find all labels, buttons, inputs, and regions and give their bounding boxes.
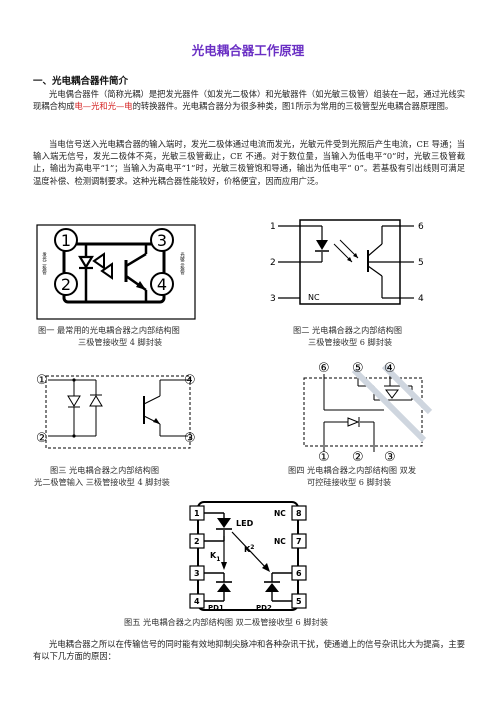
fig4-pin-5: ⑤ [352, 361, 364, 376]
fig3-pin-2: ② [36, 431, 48, 446]
figure-4-caption-line1: 图四 光电耦合器之内部结构图 双发 [288, 465, 417, 475]
fig1-left-label: 发光二极管 [42, 251, 47, 276]
figure-3-caption-line1: 图三 光电耦合器之内部结构图 [50, 465, 160, 475]
fig2-pin-2: 2 [270, 258, 276, 268]
paragraph-reasons: 光电耦合器之所以在传输信号的同时能有效地抑制尖脉冲和各种杂讯干扰，使通道上的信号… [33, 638, 465, 662]
paragraph-operation: 当电信号送入光电耦合器的输入端时，发光二极体通过电流而发光，光敏元件受到光照后产… [33, 138, 465, 187]
fig4-pin-3: ③ [384, 450, 396, 464]
paragraph-intro-a: 光电偶合器件（简称光耦）是把发光器件（如发光二极体）和光敏器件（如光敏三极管）组… [33, 89, 465, 112]
fig5-pin-5: 5 [296, 597, 302, 606]
figure-4-caption-line2: 可控硅接收型 6 脚封装 [307, 477, 392, 487]
fig2-pin-3: 3 [270, 294, 276, 304]
fig2-pin-1: 1 [270, 222, 276, 232]
fig5-pin-6: 6 [296, 569, 302, 578]
figure-3-diagram: ① ② ④ ③ [36, 373, 196, 449]
fig4-pin-4: ④ [384, 361, 396, 376]
figure-5-diagram: 1 2 3 4 8 7 6 5 LED NC NC K1 K2 PD1 PD2 [189, 501, 307, 612]
fig2-pin-5: 5 [418, 258, 424, 268]
fig2-pin-4: 4 [418, 294, 424, 304]
fig5-pin-3: 3 [194, 569, 200, 578]
paragraph-intro-b: 的转换器件。光电耦合器分为很多种类，图1所示为常用的三极管型光电耦合器原理图。 [132, 101, 454, 112]
fig5-pin-2: 2 [194, 537, 200, 546]
paragraph-intro: 光电偶合器件（简称光耦）是把发光器件（如发光二极体）和光敏器件（如光敏三极管）组… [33, 88, 465, 112]
fig5-k1-subscript: 1 [216, 556, 220, 563]
fig5-pin-4: 4 [194, 597, 200, 606]
fig5-k2-label: K2 [244, 544, 254, 554]
fig1-pin-4: 3 [157, 231, 167, 250]
fig5-pin-8: 8 [296, 509, 302, 518]
fig5-pin-1: 1 [194, 509, 200, 518]
figure-1-caption-line1: 图一 最常用的光电耦合器之内部结构图 [38, 325, 180, 335]
fig2-pin-6: 6 [418, 222, 424, 232]
figure-4-diagram: ⑥ ⑤ ④ ① ② ③ [303, 361, 433, 464]
figure-5-caption: 图五 光电耦合器之内部结构图 双二极管接收型 6 脚封装 [124, 617, 328, 627]
figure-2-caption-line2: 三极管接收型 6 脚封装 [308, 337, 393, 347]
figure-3-caption-line2: 光二极管输入 三极管接收型 4 脚封装 [34, 477, 170, 487]
fig4-pin-1: ① [318, 450, 330, 464]
fig5-nc-label-1: NC [274, 509, 286, 518]
fig5-nc-label-2: NC [274, 537, 286, 546]
fig4-pin-6: ⑥ [318, 361, 330, 376]
fig5-led-label: LED [236, 519, 254, 528]
fig5-k1-label: K1 [210, 551, 220, 563]
fig2-nc-label: NC [308, 293, 320, 302]
fig5-pin-7: 7 [296, 537, 302, 546]
fig5-k2-subscript: 2 [250, 544, 254, 551]
highlight-text: 电—光和光—电 [74, 101, 133, 112]
fig5-pd1-label: PD1 [208, 604, 224, 612]
fig5-k1-letter: K [210, 551, 217, 560]
fig1-pin-2: 2 [61, 275, 71, 294]
fig3-pin-3: ③ [184, 431, 196, 446]
paragraph-reasons-text: 光电耦合器之所以在传输信号的同时能有效地抑制尖脉冲和各种杂讯干扰，使通道上的信号… [33, 639, 465, 662]
fig1-right-label: 光敏三极管 [180, 251, 185, 276]
figure-2-caption-line1: 图二 光电耦合器之内部结构图 [293, 325, 403, 335]
fig3-pin-4: ④ [184, 373, 196, 388]
figure-1-diagram: 1 2 3 4 发光二极管 光敏三极管 [36, 224, 196, 320]
fig5-k2-letter: K [244, 545, 251, 554]
fig3-pin-1: ① [36, 373, 48, 388]
figure-2-diagram: 1 2 3 6 5 4 NC [270, 219, 424, 305]
paragraph-operation-text: 当电信号送入光电耦合器的输入端时，发光二极体通过电流而发光，光敏元件受到光照后产… [33, 139, 465, 186]
fig1-pin-3: 4 [157, 275, 167, 294]
fig4-pin-2: ② [352, 450, 364, 464]
fig5-pd2-label: PD2 [256, 604, 272, 612]
page-title: 光电耦合器工作原理 [191, 43, 305, 58]
fig1-pin-1: 1 [61, 231, 71, 250]
section-heading: 一、光电耦合器件简介 [33, 76, 129, 87]
figure-1-caption-line2: 三极管接收型 4 脚封装 [78, 337, 163, 347]
